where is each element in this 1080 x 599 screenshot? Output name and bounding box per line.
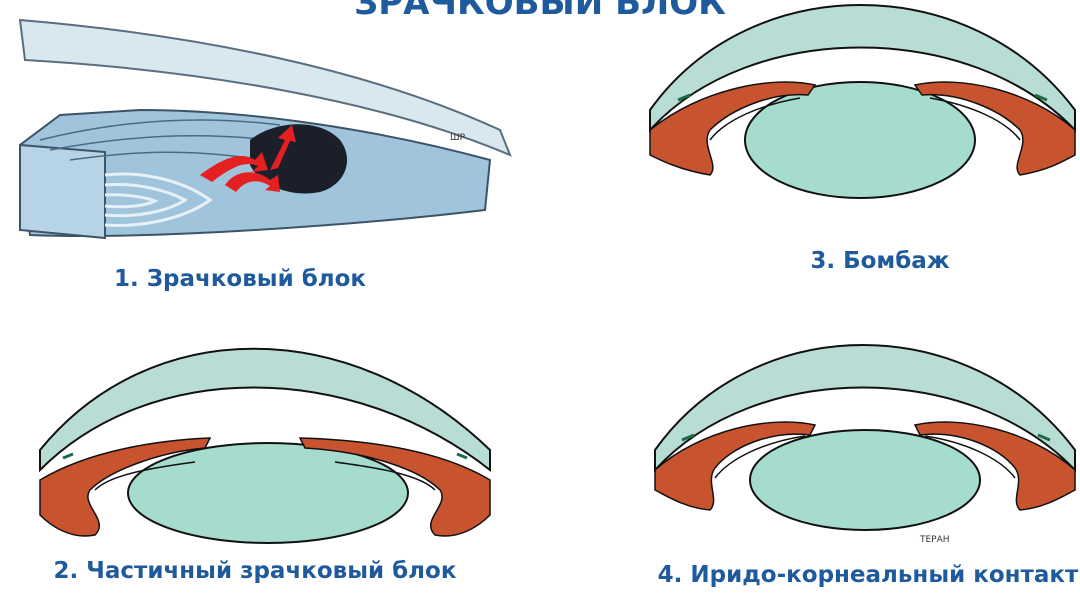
- panel-partial-pupillary-block: 2. Частичный зрачковый блок: [0, 330, 520, 599]
- lens: [128, 443, 408, 543]
- caption-pupillary-block: 1. Зрачковый блок: [114, 266, 366, 292]
- irido-corneal-contact-illustration: ТЕРАН: [560, 330, 1080, 599]
- caption-iris-bombe: 3. Бомбаж: [810, 248, 949, 274]
- caption-irido-corneal-contact: 4. Иридо-корнеальный контакт: [658, 562, 1079, 588]
- lens: [750, 430, 980, 530]
- svg-text:ШР: ШР: [450, 133, 466, 143]
- panel-irido-corneal-contact: ТЕРАН 4. Иридо-корнеальный контакт: [560, 330, 1080, 599]
- caption-partial-pupillary-block: 2. Частичный зрачковый блок: [54, 558, 457, 584]
- pupillary-block-illustration: ШР: [0, 0, 520, 300]
- panel-pupillary-block: ШР 1. Зрачковый блок: [0, 0, 520, 300]
- tissue-front-face: [20, 145, 105, 238]
- panel-iris-bombe: 3. Бомбаж: [560, 0, 1080, 300]
- svg-text:ТЕРАН: ТЕРАН: [919, 535, 950, 545]
